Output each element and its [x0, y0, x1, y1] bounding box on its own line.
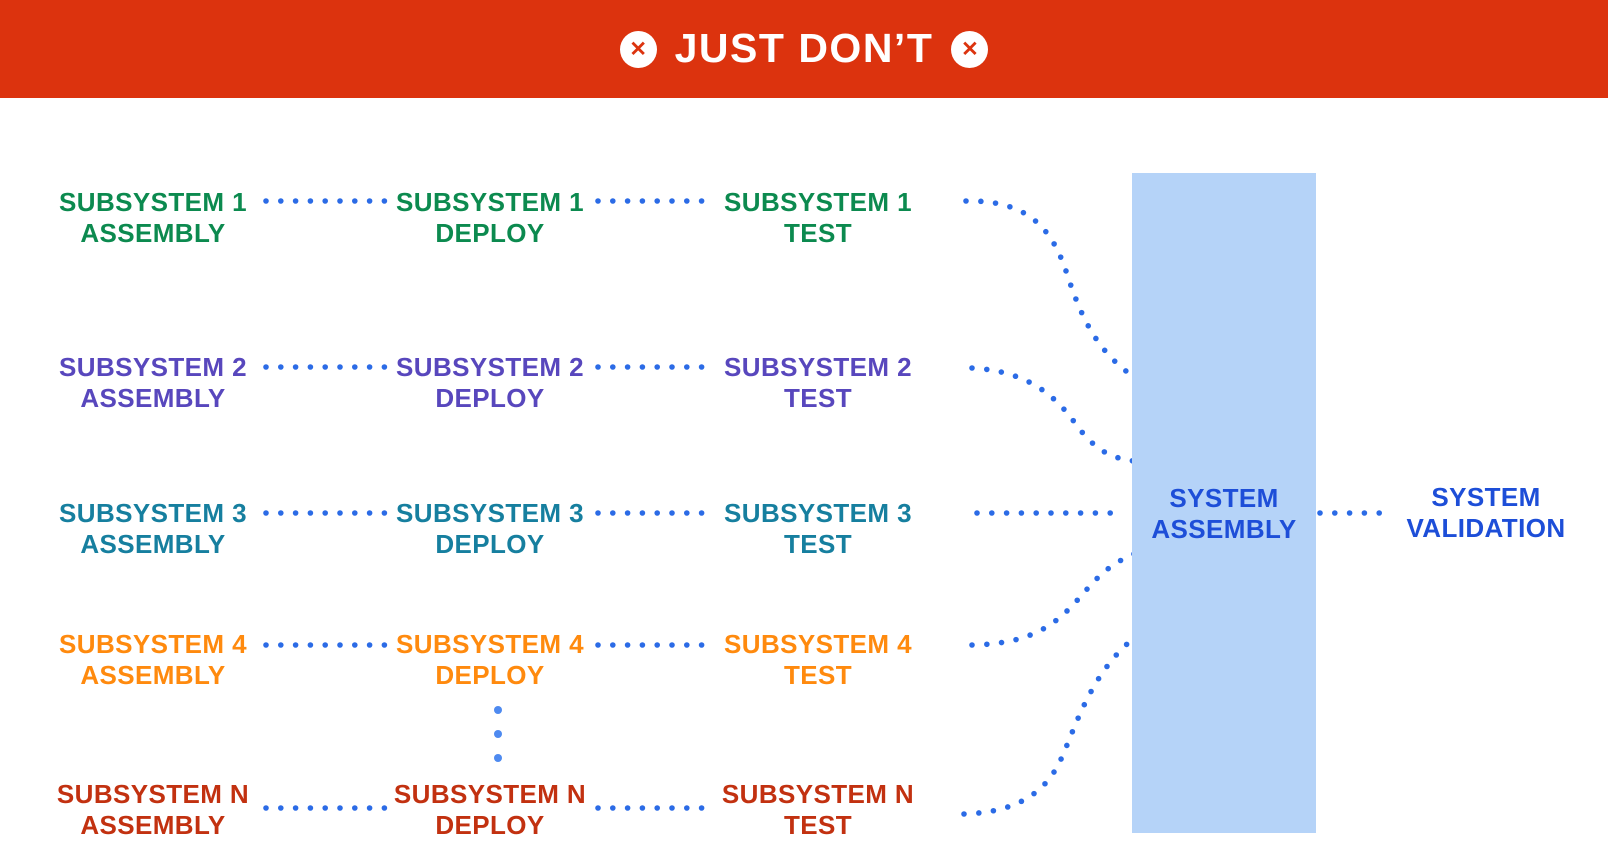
curved-connector-row1 — [963, 198, 1137, 380]
system-assembly-box — [1132, 173, 1316, 833]
stage-label: SUBSYSTEM N — [56, 779, 250, 809]
stage-subsystem-4-assembly: SUBSYSTEM 4 ASSEMBLY — [59, 629, 247, 691]
stage-label: DEPLOY — [435, 383, 545, 413]
stage-label: ASSEMBLY — [80, 529, 226, 559]
circle-x-icon: ✕ — [951, 30, 989, 68]
stage-label: DEPLOY — [435, 218, 545, 248]
curved-connector-row4 — [969, 551, 1137, 648]
stage-label: SYSTEM — [1431, 482, 1541, 512]
stage-subsystem-4-test: SUBSYSTEM 4 TEST — [724, 629, 912, 691]
curved-connector-rown — [961, 635, 1137, 817]
stage-label: DEPLOY — [435, 810, 545, 840]
stage-label: SUBSYSTEM 2 — [396, 352, 584, 382]
stage-label: SUBSYSTEM 1 — [396, 187, 584, 217]
circle-x-icon: ✕ — [619, 30, 657, 68]
warning-banner: ✕ JUST DON’T ✕ — [0, 0, 1608, 98]
stage-label: TEST — [783, 660, 853, 690]
stage-label: VALIDATION — [1406, 513, 1566, 543]
stage-subsystem-n-deploy: SUBSYSTEM N DEPLOY — [394, 779, 586, 841]
stage-label: SUBSYSTEM 4 — [396, 629, 584, 659]
stage-label: DEPLOY — [435, 660, 545, 690]
stage-label: SUBSYSTEM 2 — [724, 352, 912, 382]
stage-label: ASSEMBLY — [80, 218, 226, 248]
stage-subsystem-3-test: SUBSYSTEM 3 TEST — [724, 498, 912, 560]
stage-label: ASSEMBLY — [80, 660, 226, 690]
ellipsis-dot — [494, 730, 502, 738]
stage-label: SUBSYSTEM 2 — [59, 352, 247, 382]
ellipsis-dot — [494, 706, 502, 714]
stage-label: TEST — [783, 383, 853, 413]
stage-subsystem-4-deploy: SUBSYSTEM 4 DEPLOY — [396, 629, 584, 691]
stage-label: SUBSYSTEM 1 — [724, 187, 912, 217]
stage-label: SUBSYSTEM 4 — [59, 629, 247, 659]
ellipsis-dot — [494, 754, 502, 762]
stage-subsystem-2-assembly: SUBSYSTEM 2 ASSEMBLY — [59, 352, 247, 414]
stage-subsystem-2-deploy: SUBSYSTEM 2 DEPLOY — [396, 352, 584, 414]
stage-label: SYSTEM — [1169, 483, 1279, 513]
stage-label: SUBSYSTEM N — [721, 779, 915, 809]
stage-label: SUBSYSTEM 3 — [396, 498, 584, 528]
system-validation-label: SYSTEM VALIDATION — [1406, 482, 1565, 544]
stage-subsystem-3-assembly: SUBSYSTEM 3 ASSEMBLY — [59, 498, 247, 560]
stage-subsystem-n-test: SUBSYSTEM N TEST — [722, 779, 914, 841]
banner-title: JUST DON’T — [674, 24, 934, 71]
stage-label: SUBSYSTEM 3 — [724, 498, 912, 528]
stage-subsystem-1-assembly: SUBSYSTEM 1 ASSEMBLY — [59, 187, 247, 249]
stage-subsystem-1-test: SUBSYSTEM 1 TEST — [724, 187, 912, 249]
stage-label: ASSEMBLY — [80, 383, 226, 413]
stage-subsystem-2-test: SUBSYSTEM 2 TEST — [724, 352, 912, 414]
stage-subsystem-3-deploy: SUBSYSTEM 3 DEPLOY — [396, 498, 584, 560]
stage-label: SUBSYSTEM 4 — [724, 629, 912, 659]
stage-label: SUBSYSTEM 1 — [59, 187, 247, 217]
stage-subsystem-1-deploy: SUBSYSTEM 1 DEPLOY — [396, 187, 584, 249]
stage-label: TEST — [783, 218, 853, 248]
stage-label: TEST — [783, 529, 853, 559]
stage-label: ASSEMBLY — [1151, 514, 1297, 544]
stage-label: TEST — [783, 810, 853, 840]
curved-connector-row2 — [969, 365, 1137, 464]
system-assembly-label: SYSTEM ASSEMBLY — [1151, 483, 1296, 545]
stage-label: SUBSYSTEM 3 — [59, 498, 247, 528]
stage-subsystem-n-assembly: SUBSYSTEM N ASSEMBLY — [57, 779, 249, 841]
stage-label: ASSEMBLY — [80, 810, 226, 840]
stage-label: SUBSYSTEM N — [393, 779, 587, 809]
stage-label: DEPLOY — [435, 529, 545, 559]
